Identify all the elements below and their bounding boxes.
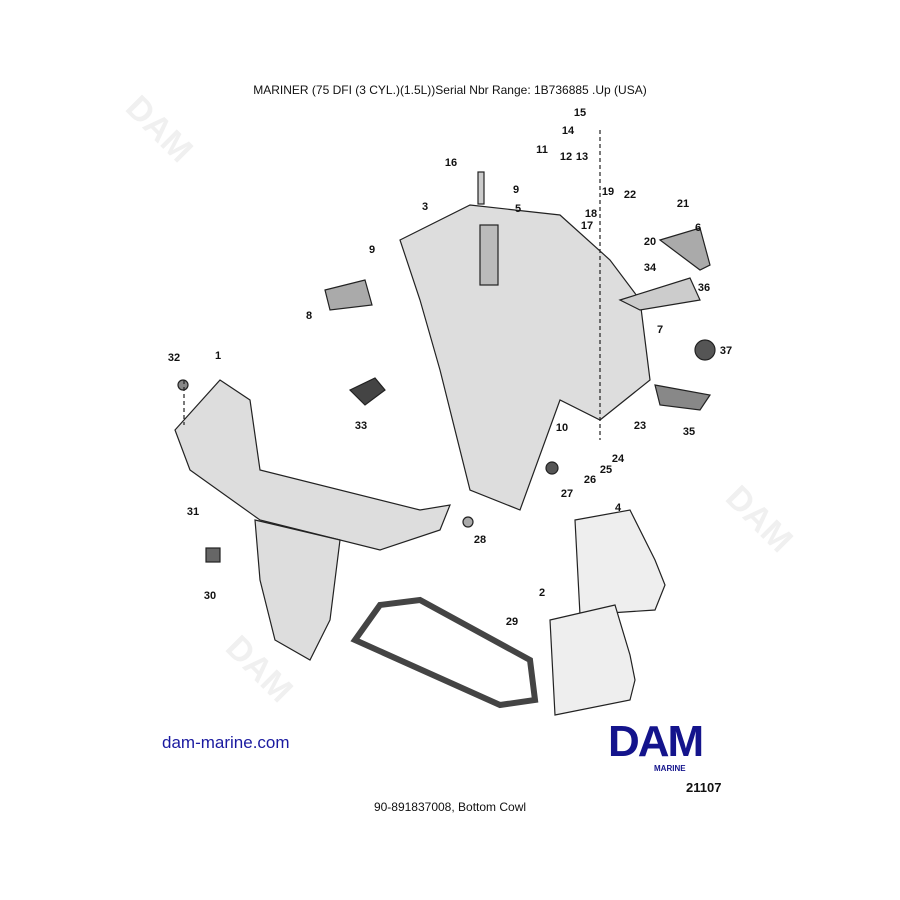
callout-label: 35 [682, 426, 696, 438]
callout-label: 27 [560, 488, 574, 500]
callout-label: 21 [676, 198, 690, 210]
callout-label: 11 [536, 144, 548, 156]
callout-label: 33 [354, 420, 368, 432]
callout-label: 2 [538, 587, 546, 599]
grommet-27 [545, 461, 559, 475]
callout-label: 9 [512, 184, 520, 196]
diagram-title: MARINER (75 DFI (3 CYL.)(1.5L))Serial Nb… [253, 83, 647, 97]
callout-label: 28 [473, 534, 487, 546]
pin-16 [477, 171, 485, 205]
seal-29 [350, 596, 539, 709]
callout-label: 5 [514, 203, 522, 215]
callout-label: 14 [561, 125, 575, 137]
callout-label: 1 [214, 350, 222, 362]
callout-label: 19 [601, 186, 615, 198]
callout-label: 34 [643, 262, 657, 274]
callout-label: 15 [573, 107, 587, 119]
callout-label: 7 [656, 324, 664, 336]
callout-label: 6 [694, 222, 702, 234]
diagram-caption: 90-891837008, Bottom Cowl [373, 800, 527, 814]
logo-text: DAM [608, 717, 704, 766]
callout-label: 13 [575, 151, 589, 163]
callout-label: 8 [305, 310, 313, 322]
callout-label: 9 [368, 244, 376, 256]
callout-label: 23 [633, 420, 647, 432]
logo-subtext: MARINE [654, 764, 686, 773]
callout-label: 3 [421, 201, 429, 213]
latch-8 [324, 279, 373, 311]
callout-label: 10 [555, 422, 569, 434]
washer-32 [177, 379, 189, 391]
callout-label: 32 [167, 352, 181, 364]
callout-label: 24 [611, 453, 625, 465]
callout-label: 16 [444, 157, 458, 169]
callout-label: 17 [580, 220, 594, 232]
part-35 [654, 384, 712, 411]
callout-label: 36 [697, 282, 711, 294]
part-6 [658, 227, 711, 271]
callout-label: 31 [186, 506, 200, 518]
handle-33 [348, 377, 386, 406]
figure-number: 21107 [686, 780, 722, 795]
switch-30 [205, 547, 221, 563]
grommet-37 [694, 339, 716, 361]
callout-label: 26 [583, 474, 597, 486]
website-link[interactable]: dam-marine.com [162, 733, 290, 752]
cowl-post [479, 224, 499, 286]
washer-28 [462, 516, 474, 528]
callout-label: 37 [719, 345, 733, 357]
lower-chaps [254, 519, 341, 661]
seal-plate-2 [549, 604, 636, 716]
callout-label: 22 [623, 189, 637, 201]
callout-label: 20 [643, 236, 657, 248]
callout-label: 12 [559, 151, 573, 163]
seal-plate-4 [574, 509, 666, 616]
callout-label: 18 [584, 208, 598, 220]
callout-label: 4 [614, 502, 622, 514]
bottom-cowl-front-part [174, 379, 451, 551]
callout-label: 29 [505, 616, 519, 628]
callout-label: 25 [599, 464, 613, 476]
bracket-34 [618, 277, 701, 311]
dam-marine-logo: DAM MARINE [608, 717, 740, 774]
callout-label: 30 [203, 590, 217, 602]
